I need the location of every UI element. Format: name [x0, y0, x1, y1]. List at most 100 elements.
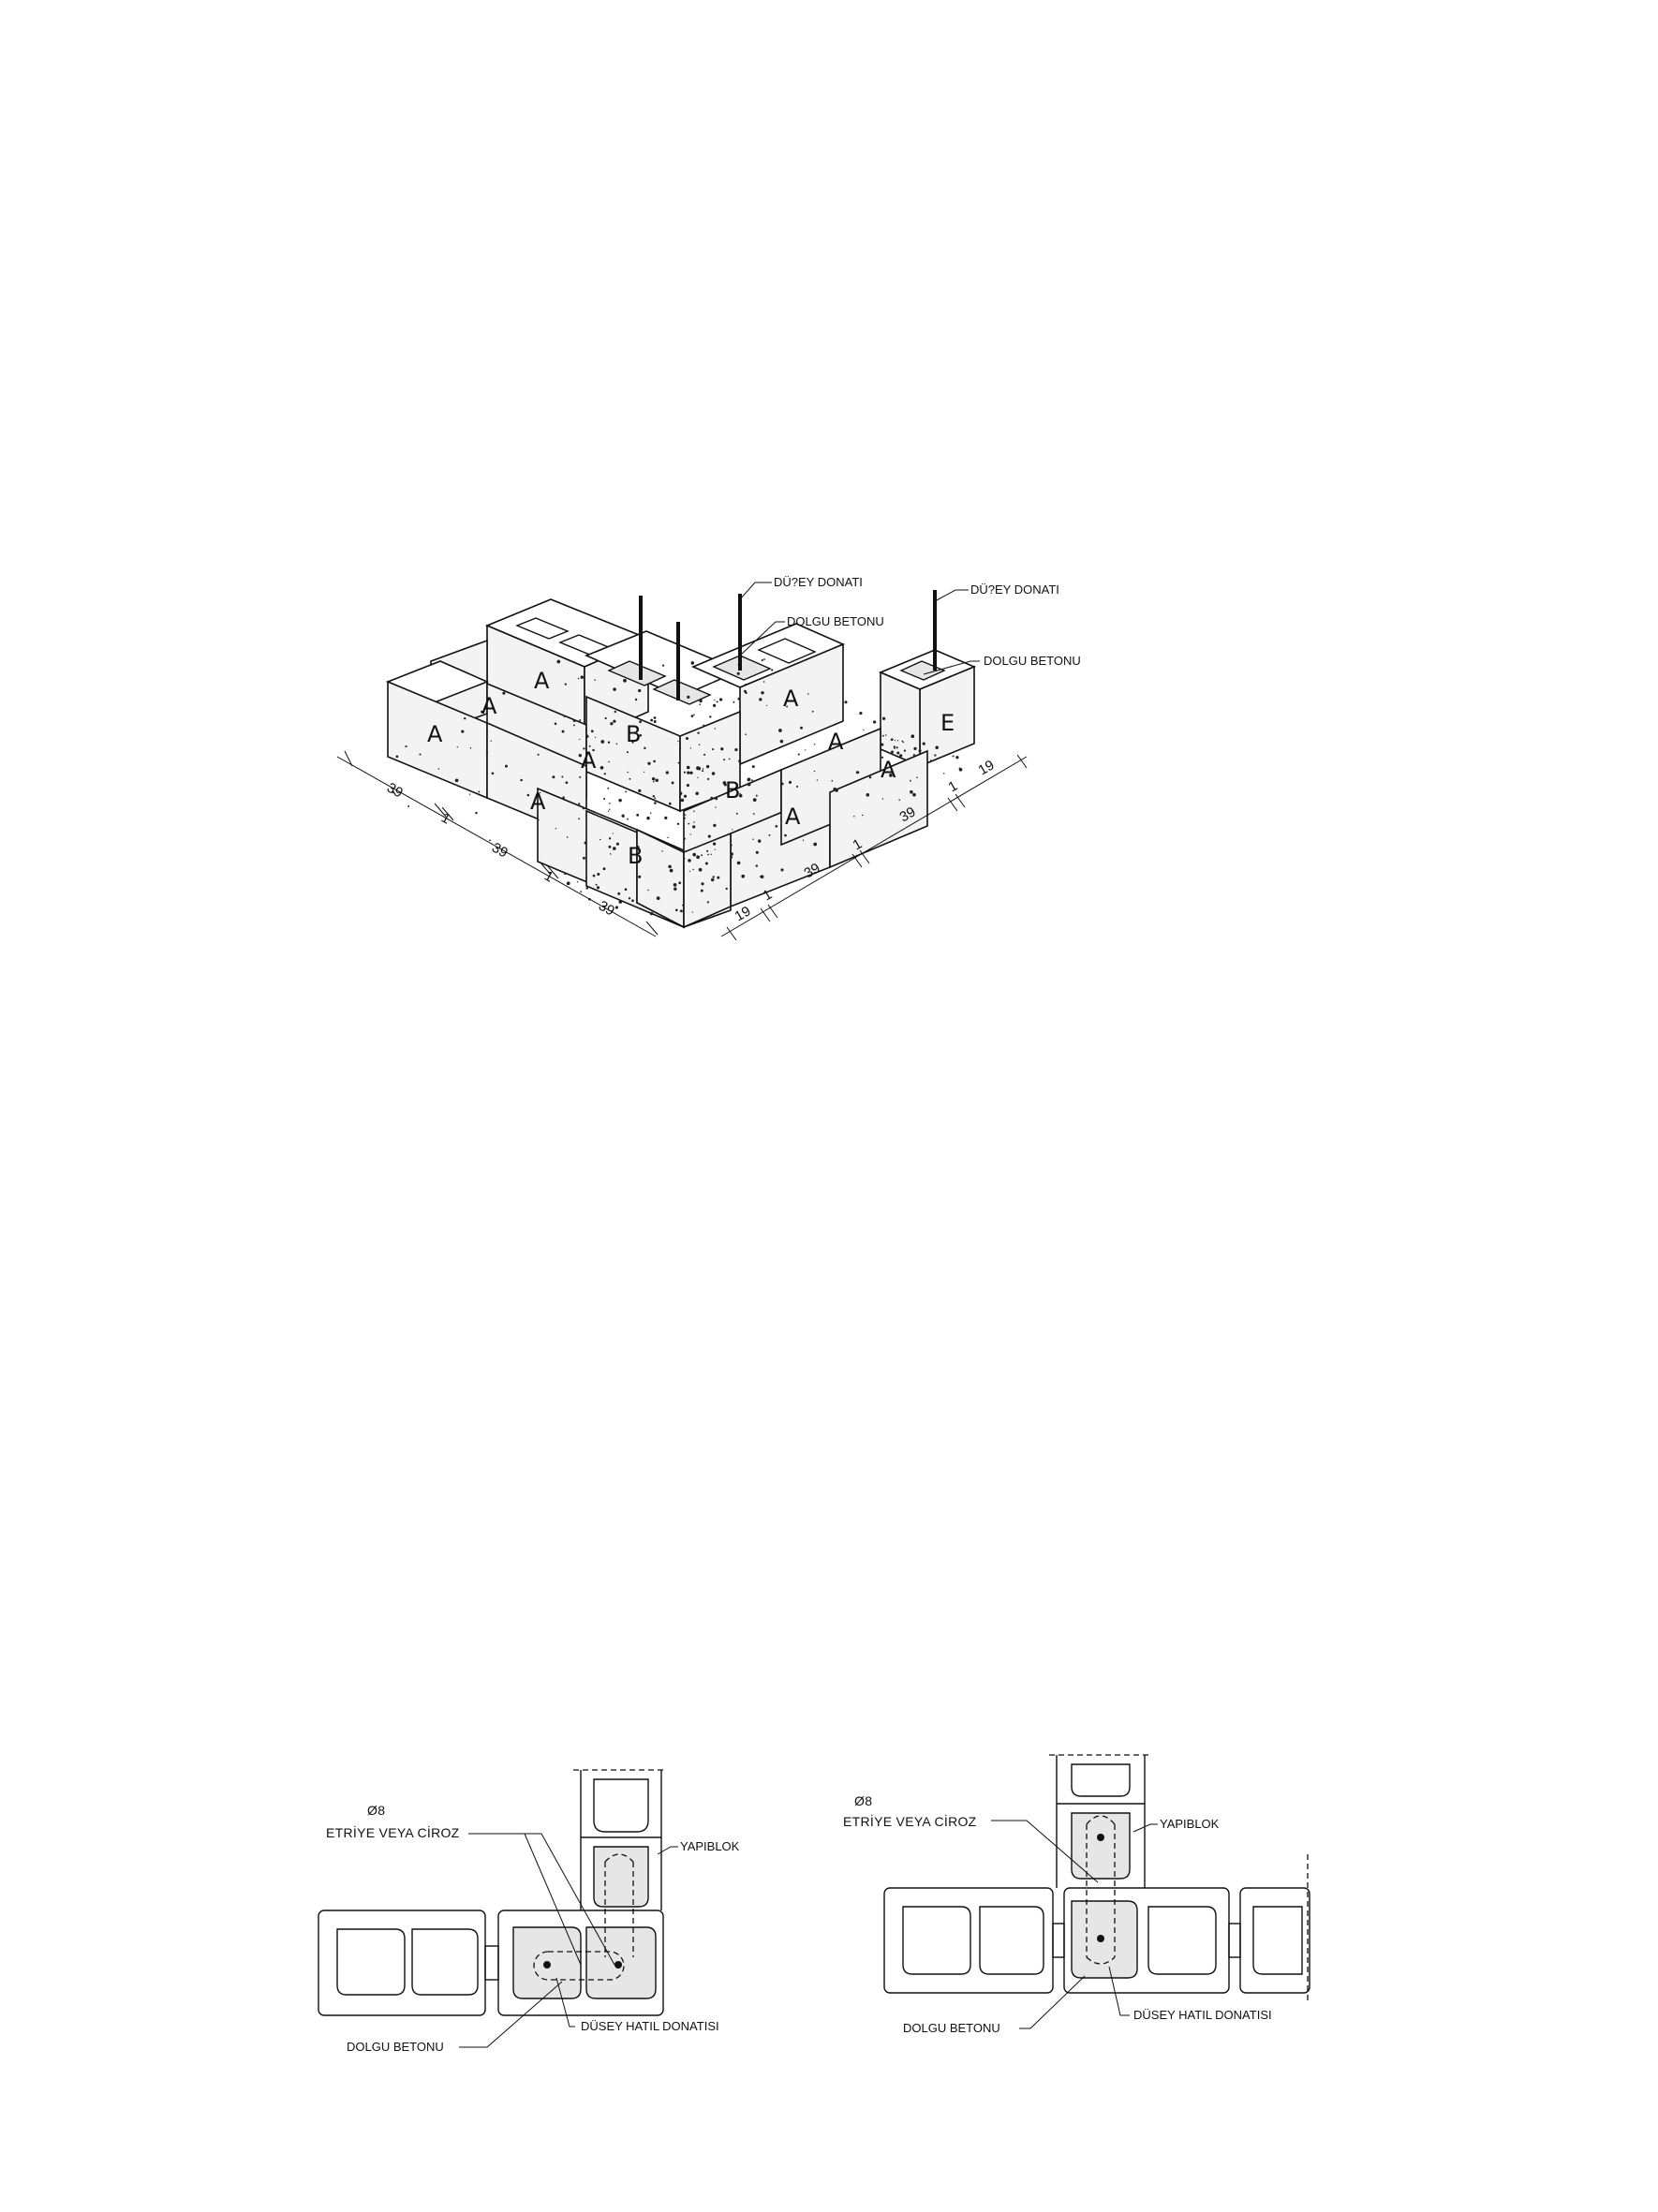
- speckle-dot: [734, 748, 738, 752]
- speckle-dot: [669, 920, 672, 922]
- speckle-dot: [631, 741, 634, 744]
- speckle-dot: [771, 669, 774, 671]
- speckle-dot: [859, 711, 863, 715]
- speckle-dot: [813, 770, 816, 773]
- speckle-dot: [638, 875, 642, 878]
- vertical-rebars: [639, 590, 937, 700]
- speckle-dot: [757, 839, 762, 843]
- plan-right-title: ETRİYE VEYA CİROZ: [843, 1813, 977, 1829]
- speckle-dot: [685, 736, 689, 741]
- speckle-dot: [761, 691, 764, 695]
- speckle-dot: [683, 858, 686, 860]
- speckle-dot: [766, 704, 768, 707]
- speckle-dot: [613, 719, 616, 723]
- speckle-dot: [706, 901, 709, 904]
- block-letter: E: [940, 710, 955, 736]
- speckle-dot: [912, 754, 915, 757]
- speckle-dot: [590, 730, 594, 733]
- speckle-dot: [751, 765, 755, 769]
- plan-right-label-rebar: DÜSEY HATIL DONATISI: [1133, 2008, 1272, 2022]
- speckle-dot: [686, 765, 690, 770]
- speckle-dot: [775, 824, 778, 828]
- speckle-dot: [736, 671, 740, 675]
- speckle-dot: [910, 779, 911, 782]
- speckle-dot: [636, 845, 640, 849]
- speckle-dot: [597, 872, 600, 877]
- speckle-dot: [762, 681, 765, 683]
- speckle-dot: [594, 679, 596, 681]
- block-letter: A: [427, 721, 443, 747]
- dimension-value: 39: [384, 780, 406, 802]
- speckle-dot: [797, 753, 800, 756]
- speckle-dot: [893, 745, 896, 748]
- speckle-dot: [556, 659, 561, 664]
- plan-right-t-joint: [883, 1754, 1310, 2029]
- speckle-dot: [881, 734, 884, 737]
- speckle-dot: [646, 816, 650, 820]
- label-rebar-1: DÜ?EY DONATI: [774, 575, 863, 589]
- speckle-dot: [702, 768, 704, 770]
- speckle-dot: [653, 720, 657, 723]
- speckle-dot: [520, 778, 523, 782]
- speckle-dot: [732, 829, 733, 831]
- speckle-dot: [481, 710, 483, 714]
- speckle-dot: [652, 781, 655, 783]
- speckle-dot: [697, 731, 700, 734]
- speckle-dot: [599, 838, 601, 841]
- speckle-dot: [655, 778, 659, 782]
- speckle-dot: [702, 770, 704, 773]
- speckle-dot: [656, 896, 660, 900]
- speckle-dot: [677, 740, 679, 743]
- speckle-dot: [475, 811, 478, 815]
- speckle-dot: [622, 816, 625, 818]
- speckle-dot: [916, 776, 918, 778]
- speckle-dot: [752, 813, 755, 815]
- speckle-dot: [788, 780, 792, 784]
- speckle-dot: [653, 759, 656, 763]
- speckle-dot: [665, 771, 669, 774]
- speckle-dot: [894, 739, 896, 742]
- speckle-dot: [778, 729, 782, 732]
- speckle-dot: [562, 715, 565, 716]
- speckle-dot: [595, 883, 598, 886]
- dimension-value: 39: [489, 840, 511, 862]
- block-letters: A A A A B A A A B A A B E: [427, 668, 955, 869]
- speckle-dot: [478, 790, 481, 793]
- speckle-dot: [505, 764, 508, 768]
- speckle-dot: [469, 746, 472, 749]
- speckle-dot: [468, 793, 471, 795]
- speckle-dot: [689, 771, 693, 774]
- speckle-dot: [675, 908, 678, 912]
- block-letter: A: [828, 729, 844, 755]
- speckle-dot: [608, 837, 612, 840]
- speckle-dot: [700, 889, 703, 892]
- speckle-dot: [918, 749, 922, 753]
- plan-right-label-block: YAPIBLOK: [1160, 1817, 1220, 1831]
- speckle-dot: [722, 781, 727, 785]
- speckle-dot: [855, 771, 859, 774]
- speckle-dot: [613, 687, 616, 691]
- speckle-dot: [596, 886, 600, 890]
- speckle-dot: [454, 778, 459, 783]
- speckle-dot: [577, 677, 580, 680]
- speckle-dot: [831, 779, 834, 782]
- speckle-dot: [563, 715, 566, 717]
- speckle-dot: [654, 802, 657, 804]
- speckle-dot: [566, 881, 570, 886]
- speckle-dot: [780, 829, 783, 831]
- speckle-dot: [608, 760, 610, 763]
- speckle-dot: [679, 791, 683, 795]
- speckle-dot: [579, 719, 582, 722]
- speckle-dot: [676, 822, 680, 826]
- speckle-dot: [618, 798, 622, 803]
- plan-left-label-block: YAPIBLOK: [680, 1839, 740, 1853]
- speckle-dot: [395, 755, 399, 759]
- speckle-dot: [695, 791, 699, 795]
- block-letter: A: [534, 668, 550, 694]
- speckle-dot: [784, 833, 787, 837]
- speckle-dot: [625, 790, 628, 793]
- speckle-dot: [717, 876, 720, 879]
- speckle-dot: [461, 730, 465, 733]
- speckle-dot: [668, 802, 672, 805]
